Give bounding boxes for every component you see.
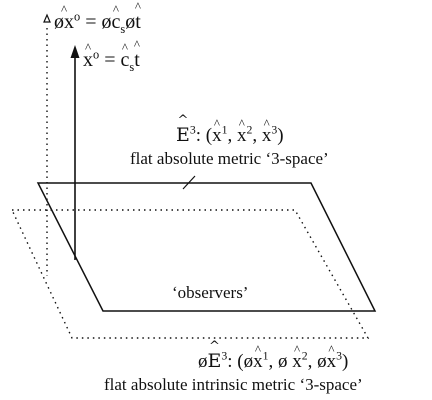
axis-prime-c: c (111, 12, 120, 32)
space-symbol: E (176, 126, 190, 145)
space-sep1: , (227, 125, 238, 146)
axis-c: c (120, 50, 129, 70)
intr-coords-open: : ( (227, 351, 244, 372)
intr-prefix: ø (198, 351, 208, 372)
axis-t: t (134, 50, 140, 70)
axis-eq: = (99, 49, 121, 71)
intr-close: ) (342, 351, 349, 372)
intr-sup: 3 (221, 349, 228, 363)
intrinsic-time-axis-arrowhead (43, 13, 51, 23)
axis-prime-t: t (135, 12, 141, 32)
metric-plane (36, 182, 377, 312)
space-sep2: , (252, 125, 262, 146)
space-x3: x (262, 126, 272, 145)
intr-x2: x (292, 352, 302, 371)
intr-x1: x (253, 352, 263, 371)
axis-prime-eq: = ø (80, 11, 112, 33)
space-close: ) (277, 125, 284, 146)
axis-prime-lhs: øx (54, 12, 74, 32)
time-axis-label: xo = cst (83, 47, 140, 73)
observers-label: ‘observers’ (172, 283, 249, 302)
intr-x2-sup: 2 (301, 349, 308, 363)
space-x2: x (237, 126, 247, 145)
axis-csub: s (129, 60, 135, 74)
space-sup: 3 (189, 123, 196, 137)
metric-space-caption: flat absolute metric ‘3-space’ (130, 149, 329, 168)
intr-x1-pre: ø (243, 351, 254, 372)
space-x1-sup: 1 (221, 123, 228, 137)
intrinsic-space-symbol-label: øE3: (øx1, ø x2, øx3) (198, 349, 349, 372)
space-x2-sup: 2 (246, 123, 253, 137)
intrinsic-plane (10, 209, 370, 339)
axis-prime-o2: ø (125, 11, 136, 33)
label-leader-line (182, 175, 196, 190)
space-x1: x (212, 126, 222, 145)
intr-sep2: , (307, 351, 318, 372)
intr-x1-sup: 1 (262, 349, 269, 363)
axis-prime-csub: s (120, 22, 126, 36)
intr-x2-pre: ø (278, 351, 293, 372)
intr-x3: x (327, 352, 337, 371)
space-x3-sup: 3 (271, 123, 278, 137)
space-coords-open: : ( (195, 125, 213, 146)
intrinsic-time-axis-label: øxo = øcsøt (54, 9, 141, 35)
intr-x3-pre: ø (317, 351, 327, 372)
axis-sup: o (93, 47, 100, 62)
intrinsic-space-caption: flat absolute intrinsic metric ‘3-space’ (104, 375, 363, 394)
intr-x3-sup: 3 (336, 349, 343, 363)
intr-sep1: , (268, 351, 279, 372)
axis-lhs: x (83, 50, 93, 70)
metric-space-symbol-label: E3: (x1, x2, x3) (176, 123, 284, 146)
time-axis-arrowhead (70, 45, 80, 58)
axis-prime-sup: o (74, 9, 81, 24)
intr-symbol: E (208, 352, 222, 371)
